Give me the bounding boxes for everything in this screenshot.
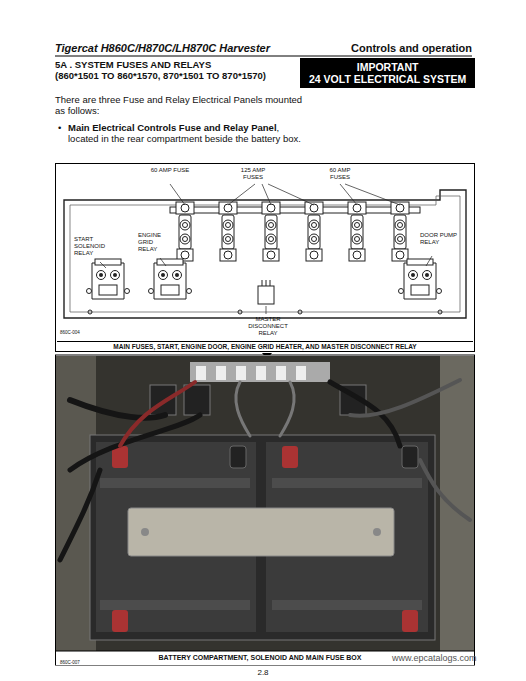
part-label: 125 AMP FUSES xyxy=(232,167,274,181)
figure-number: 860C-007 xyxy=(60,660,100,665)
part-label: DOOR PUMP RELAY xyxy=(420,232,458,246)
page-number: 2.8 xyxy=(243,668,283,677)
body-text: There are three Fuse and Relay Electrica… xyxy=(55,95,305,117)
part-label: 60 AMP FUSES xyxy=(320,167,360,181)
figure-number: 860C-004 xyxy=(60,330,100,335)
page-header: Tigercat H860C/H870C/LH870C Harvester xyxy=(55,42,270,55)
part-label: MASTER DISCONNECT RELAY xyxy=(238,316,298,337)
part-label: 60 AMP FUSE xyxy=(150,167,190,174)
page-section: Controls and operation xyxy=(340,42,472,55)
bullet-paragraph: •Main Electrical Controls Fuse and Relay… xyxy=(68,122,308,145)
figure-caption: MAIN FUSES, START, ENGINE DOOR, ENGINE G… xyxy=(57,341,473,350)
bold-lead: Main Electrical Controls Fuse and Relay … xyxy=(68,122,277,133)
notice-box: IMPORTANT24 VOLT ELECTRICAL SYSTEM xyxy=(300,58,475,88)
part-label: START SOLENOID RELAY xyxy=(74,236,114,257)
bullet: • xyxy=(58,122,61,133)
figure-caption: BATTERY COMPARTMENT, SOLENOID AND MAIN F… xyxy=(110,654,410,662)
notice-text: 24 VOLT ELECTRICAL SYSTEM xyxy=(309,73,466,85)
section-heading: (860*1501 TO 860*1570, 870*1501 TO 870*1… xyxy=(55,71,295,82)
part-label: ENGINE GRID RELAY xyxy=(138,232,170,253)
section-heading: 5A . SYSTEM FUSES AND RELAYS xyxy=(55,60,295,71)
watermark: www.epcatalogs.com xyxy=(392,653,476,663)
notice-heading: IMPORTANT xyxy=(309,61,466,73)
